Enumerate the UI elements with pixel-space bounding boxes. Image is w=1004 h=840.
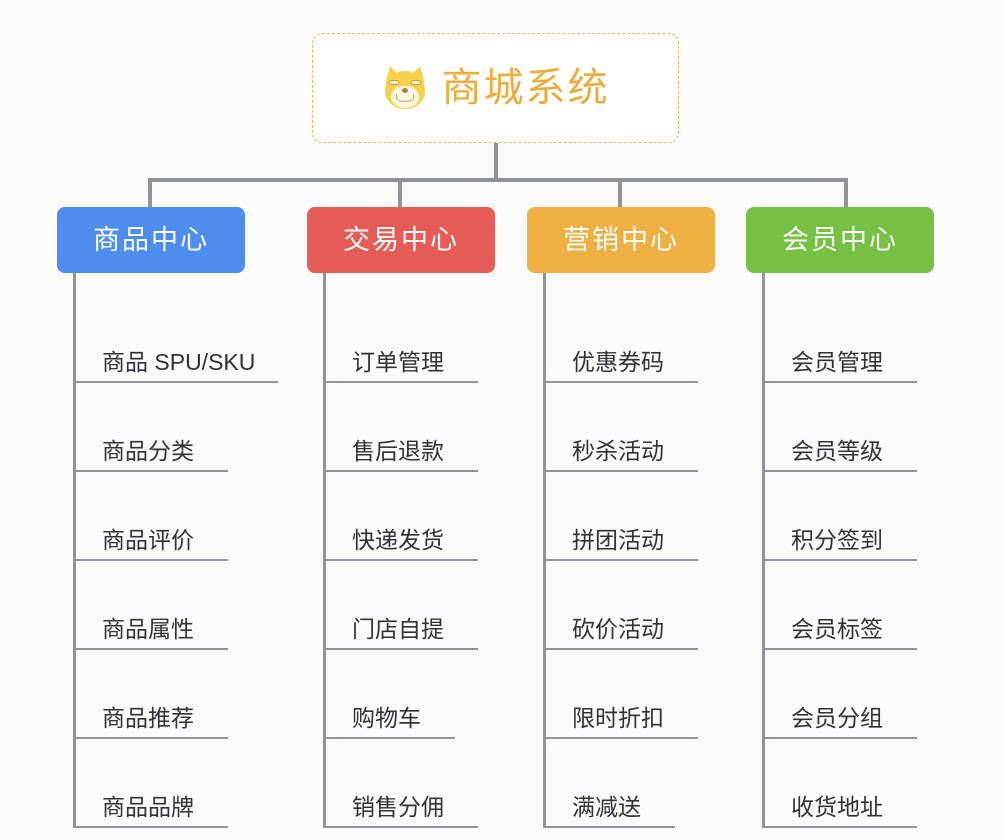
- leaf-underline: [765, 648, 917, 650]
- leaf-label: 限时折扣: [572, 705, 664, 732]
- list-item[interactable]: 商品属性: [76, 561, 245, 650]
- category-label: 营销中心: [563, 224, 679, 255]
- leaf-underline: [326, 826, 478, 828]
- leaf-underline: [765, 737, 917, 739]
- leaf-underline: [326, 559, 478, 561]
- column-member-center: 会员中心 会员管理 会员等级 积分签到 会员标签 会员分组 收货地址: [746, 207, 934, 828]
- root-label: 商城系统: [441, 66, 610, 110]
- leaf-label: 快递发货: [352, 527, 444, 554]
- leaf-underline: [546, 470, 698, 472]
- leaf-label: 商品品牌: [102, 794, 194, 821]
- list-item[interactable]: 收货地址: [765, 739, 934, 828]
- connector-drop-3: [618, 178, 622, 208]
- leaf-label: 积分签到: [791, 527, 883, 554]
- leaf-underline: [76, 737, 228, 739]
- leaf-label: 商品评价: [102, 527, 194, 554]
- leaf-label: 秒杀活动: [572, 438, 664, 465]
- leaf-underline: [765, 559, 917, 561]
- dog-face-icon: [380, 63, 429, 110]
- list-item[interactable]: 快递发货: [326, 472, 495, 561]
- list-item[interactable]: 优惠券码: [546, 294, 715, 383]
- leaf-underline: [546, 381, 698, 383]
- leaf-label: 商品 SPU/SKU: [102, 349, 256, 376]
- category-box-member-center[interactable]: 会员中心: [746, 207, 934, 273]
- leaf-label: 销售分佣: [352, 794, 444, 821]
- leaf-label: 门店自提: [352, 616, 444, 643]
- connector-drop-2: [398, 178, 402, 208]
- leaf-underline: [326, 381, 478, 383]
- leaf-underline: [76, 826, 228, 828]
- leaf-underline: [326, 470, 478, 472]
- list-item[interactable]: 商品推荐: [76, 650, 245, 739]
- list-item[interactable]: 销售分佣: [326, 739, 495, 828]
- leaf-label: 会员等级: [791, 438, 883, 465]
- leaf-label: 售后退款: [352, 438, 444, 465]
- category-box-product-center[interactable]: 商品中心: [57, 207, 245, 273]
- category-box-marketing-center[interactable]: 营销中心: [527, 207, 715, 273]
- list-item[interactable]: 购物车: [326, 650, 495, 739]
- list-item[interactable]: 商品分类: [76, 383, 245, 472]
- column-marketing-center: 营销中心 优惠券码 秒杀活动 拼团活动 砍价活动 限时折扣 满减送: [527, 207, 715, 828]
- leaf-label: 会员管理: [791, 349, 883, 376]
- category-label: 交易中心: [343, 224, 459, 255]
- list-item[interactable]: 会员标签: [765, 561, 934, 650]
- leaf-label: 砍价活动: [572, 616, 664, 643]
- connector-horizontal-bus: [148, 178, 848, 182]
- category-label: 会员中心: [782, 224, 898, 255]
- column-trade-center: 交易中心 订单管理 售后退款 快递发货 门店自提 购物车 销售分佣: [307, 207, 495, 828]
- list-item[interactable]: 会员管理: [765, 294, 934, 383]
- leaf-label: 商品属性: [102, 616, 194, 643]
- leaf-underline: [76, 648, 228, 650]
- column-product-center: 商品中心 商品 SPU/SKU 商品分类 商品评价 商品属性 商品推荐 商品品牌: [57, 207, 278, 828]
- leaf-label: 购物车: [352, 705, 421, 732]
- leaf-rail-member-center: 会员管理 会员等级 积分签到 会员标签 会员分组 收货地址: [762, 273, 934, 828]
- leaf-underline: [76, 381, 278, 383]
- leaf-label: 满减送: [572, 794, 641, 821]
- list-item[interactable]: 限时折扣: [546, 650, 715, 739]
- list-item[interactable]: 积分签到: [765, 472, 934, 561]
- leaf-underline: [546, 648, 698, 650]
- leaf-underline: [546, 826, 675, 828]
- list-item[interactable]: 砍价活动: [546, 561, 715, 650]
- leaf-underline: [546, 737, 698, 739]
- list-item[interactable]: 商品评价: [76, 472, 245, 561]
- category-label: 商品中心: [93, 224, 209, 255]
- leaf-rail-trade-center: 订单管理 售后退款 快递发货 门店自提 购物车 销售分佣: [323, 273, 495, 828]
- leaf-underline: [76, 559, 228, 561]
- list-item[interactable]: 商品品牌: [76, 739, 245, 828]
- leaf-label: 优惠券码: [572, 349, 664, 376]
- leaf-label: 会员分组: [791, 705, 883, 732]
- list-item[interactable]: 售后退款: [326, 383, 495, 472]
- leaf-underline: [546, 559, 698, 561]
- leaf-underline: [76, 470, 228, 472]
- list-item[interactable]: 满减送: [546, 739, 715, 828]
- list-item[interactable]: 会员等级: [765, 383, 934, 472]
- connector-root-stem: [494, 143, 498, 181]
- leaf-label: 订单管理: [352, 349, 444, 376]
- leaf-label: 会员标签: [791, 616, 883, 643]
- leaf-rail-product-center: 商品 SPU/SKU 商品分类 商品评价 商品属性 商品推荐 商品品牌: [73, 273, 278, 828]
- leaf-underline: [326, 737, 455, 739]
- connector-drop-4: [844, 178, 848, 208]
- list-item[interactable]: 订单管理: [326, 294, 495, 383]
- leaf-underline: [765, 381, 917, 383]
- leaf-underline: [765, 470, 917, 472]
- leaf-label: 商品推荐: [102, 705, 194, 732]
- list-item[interactable]: 秒杀活动: [546, 383, 715, 472]
- category-box-trade-center[interactable]: 交易中心: [307, 207, 495, 273]
- connector-drop-1: [148, 178, 152, 208]
- leaf-rail-marketing-center: 优惠券码 秒杀活动 拼团活动 砍价活动 限时折扣 满减送: [543, 273, 715, 828]
- list-item[interactable]: 拼团活动: [546, 472, 715, 561]
- list-item[interactable]: 会员分组: [765, 650, 934, 739]
- leaf-label: 收货地址: [791, 794, 883, 821]
- root-node[interactable]: 商城系统: [312, 33, 679, 143]
- leaf-label: 商品分类: [102, 438, 194, 465]
- leaf-label: 拼团活动: [572, 527, 664, 554]
- list-item[interactable]: 商品 SPU/SKU: [76, 294, 278, 383]
- leaf-underline: [765, 826, 917, 828]
- list-item[interactable]: 门店自提: [326, 561, 495, 650]
- leaf-underline: [326, 648, 478, 650]
